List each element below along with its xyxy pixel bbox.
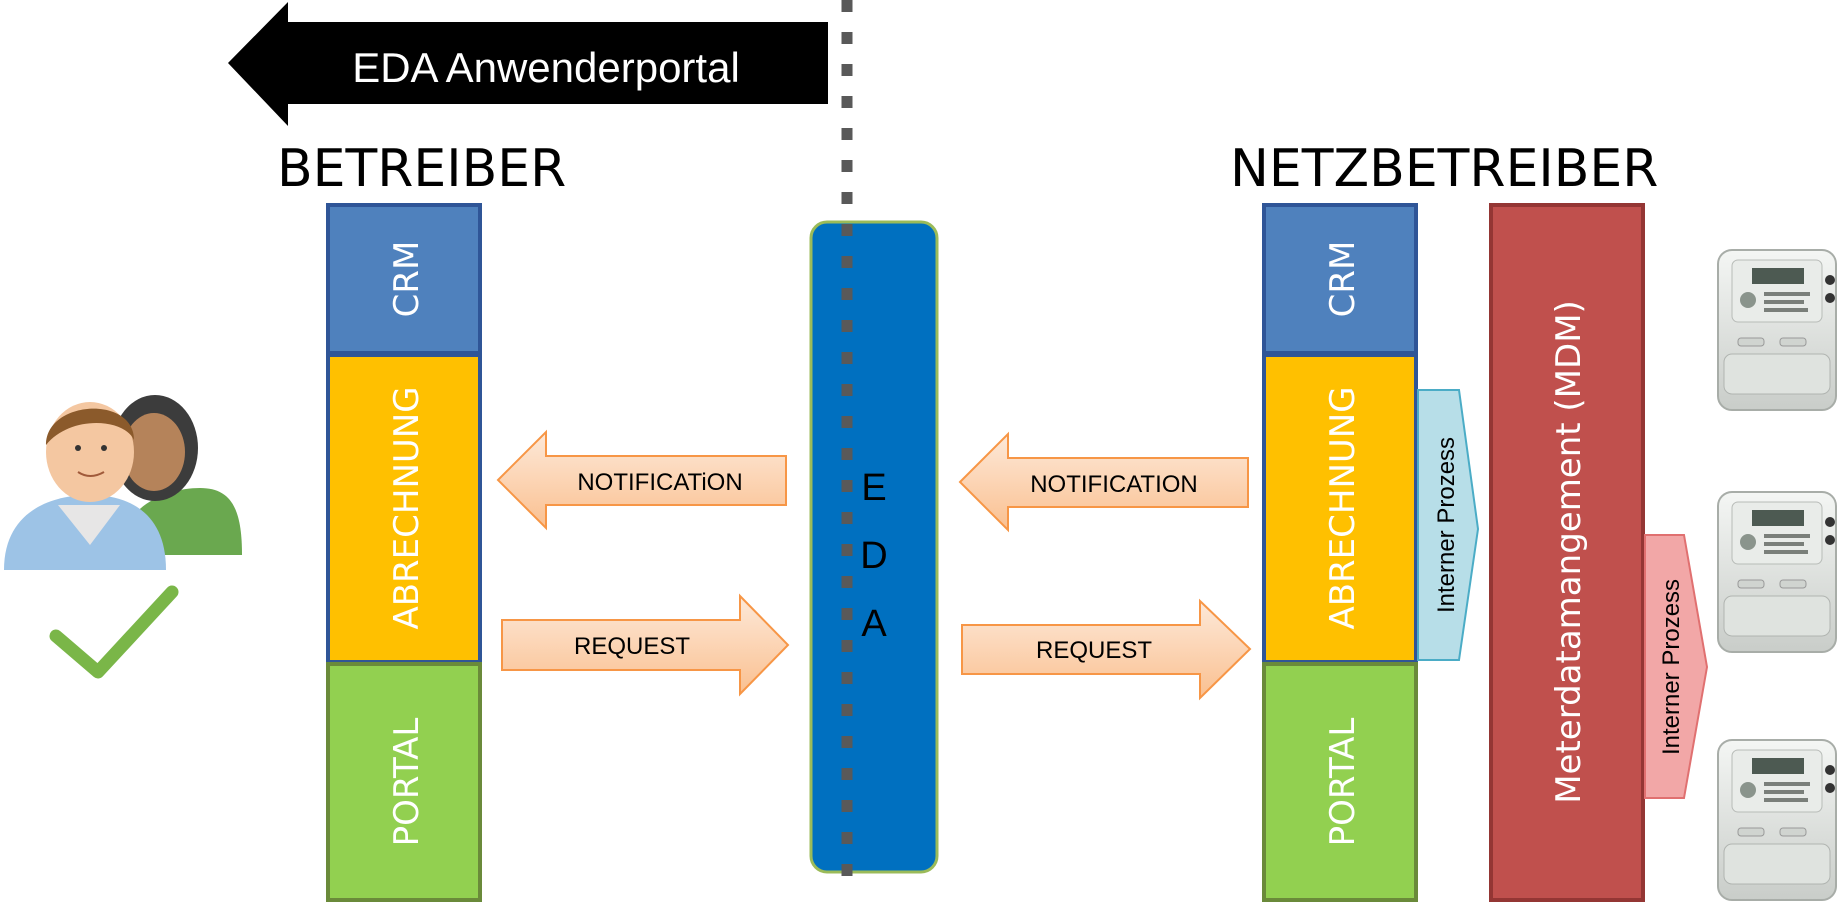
internal-process-1-label: Interner Prozess (1433, 437, 1460, 613)
right-request-label: REQUEST (1036, 637, 1152, 664)
internal-process-1: Interner Prozess (1417, 389, 1480, 661)
banner-label: EDA Anwenderportal (352, 44, 740, 91)
netzbetreiber-portal-block[interactable] (1262, 662, 1418, 902)
left-request-arrow-shape (501, 593, 790, 697)
eda-anwenderportal-banner[interactable]: EDA Anwenderportal (228, 2, 828, 126)
left-request-label: REQUEST (574, 633, 690, 660)
netzbetreiber-crm-label: CRM (1323, 241, 1363, 318)
eda-letter-a: A (861, 603, 887, 645)
eda-bar: E D A (809, 220, 939, 874)
netzbetreiber-title: NETZBETREIBER (1230, 139, 1658, 199)
smart-meter-icon (1717, 739, 1837, 901)
mdm-block-shape[interactable] (1489, 203, 1645, 902)
netzbetreiber-portal-label: PORTAL (1323, 718, 1363, 847)
users-icon (4, 395, 242, 570)
right-notification-label: NOTIFICATION (1030, 471, 1198, 498)
netzbetreiber-stack: CRM ABRECHNUNG PORTAL (1262, 203, 1418, 902)
betreiber-crm-block[interactable] (326, 203, 482, 355)
netzbetreiber-abrechnung-block[interactable] (1262, 353, 1418, 664)
betreiber-abrechnung-label: ABRECHNUNG (387, 386, 427, 629)
betreiber-stack: CRM ABRECHNUNG PORTAL (326, 203, 482, 902)
right-notification-arrow-shape (958, 431, 1249, 533)
smart-meter-icon (1717, 491, 1837, 653)
smart-meter-icon (1717, 249, 1837, 411)
left-notification-label: NOTIFICATiON (577, 469, 742, 496)
internal-process-2-label: Interner Prozess (1658, 579, 1685, 755)
banner-arrow-shape (228, 2, 828, 126)
checkmark-icon (49, 585, 179, 679)
left-request-arrow: REQUEST (501, 593, 790, 697)
internal-process-1-shape (1417, 389, 1480, 661)
eda-letter-e: E (861, 467, 886, 509)
eda-letter-d: D (860, 535, 887, 577)
betreiber-crm-label: CRM (387, 241, 427, 318)
mdm-block: Meterdatamangement (MDM) (1489, 203, 1645, 902)
betreiber-portal-block[interactable] (326, 662, 482, 902)
internal-process-2-shape (1644, 534, 1709, 799)
left-notification-arrow: NOTIFICATiON (496, 429, 787, 531)
netzbetreiber-crm-block[interactable] (1262, 203, 1418, 355)
betreiber-title: BETREIBER (277, 139, 566, 199)
betreiber-portal-label: PORTAL (387, 718, 427, 847)
right-notification-arrow: NOTIFICATION (958, 431, 1249, 533)
right-request-arrow: REQUEST (961, 598, 1252, 701)
netzbetreiber-abrechnung-label: ABRECHNUNG (1323, 386, 1363, 629)
right-request-arrow-shape (961, 598, 1252, 701)
mdm-label: Meterdatamangement (MDM) (1549, 300, 1589, 804)
internal-process-2: Interner Prozess (1644, 534, 1709, 799)
left-notification-arrow-shape (496, 429, 787, 531)
